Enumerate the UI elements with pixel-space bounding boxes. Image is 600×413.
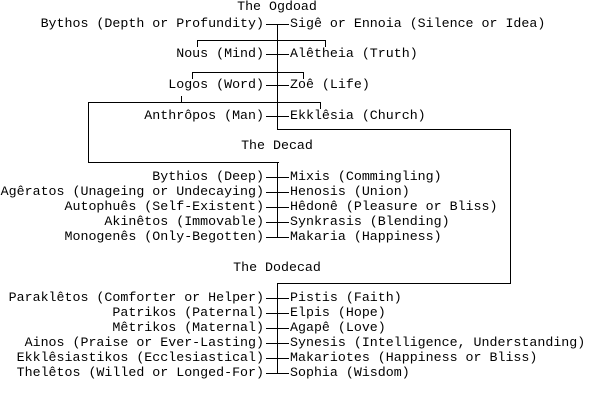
connector-bracket2-right-tick	[303, 72, 304, 79]
pair-row: Ainos (Praise or Ever-Lasting) Synesis (…	[0, 336, 600, 350]
connector-pair-dash	[266, 343, 289, 344]
aeon-right-name: Mixis (Commingling)	[290, 169, 442, 184]
connector-bracket3-up-tick	[181, 96, 182, 103]
aeon-left-name: Ekklêsiastikos (Ecclesiastical)	[16, 350, 264, 365]
connector-bracket1-horizontal	[197, 40, 326, 41]
connector-pair-dash	[266, 24, 289, 25]
pair-row: Patrikos (Paternal) Elpis (Hope)	[0, 306, 600, 320]
connector-spine-ogdoad-vertical	[277, 24, 278, 130]
aeon-left-name: Bythios (Deep)	[152, 169, 264, 184]
connector-pair-dash	[266, 207, 289, 208]
connector-bracket2-horizontal	[192, 72, 304, 73]
aeon-right-name: Ekklêsia (Church)	[290, 108, 426, 123]
connector-pair-dash	[266, 373, 289, 374]
aeon-left-name: Thelêtos (Willed or Longed-For)	[16, 365, 264, 380]
aeon-right-name: Alêtheia (Truth)	[290, 46, 418, 61]
aeon-right-name: Sigê or Ennoia (Silence or Idea)	[290, 16, 546, 31]
pair-row: Autophuês (Self-Existent) Hêdonê (Pleasu…	[0, 200, 600, 214]
aeon-right-name: Makariotes (Happiness or Bliss)	[290, 350, 538, 365]
connector-bracket3-horizontal	[88, 102, 321, 103]
aeon-left-name: Autophuês (Self-Existent)	[64, 199, 265, 214]
pair-row: Mêtrikos (Maternal) Agapê (Love)	[0, 321, 600, 335]
aeon-left-name: Monogenês (Only-Begotten)	[64, 229, 265, 244]
connector-pair-dash	[266, 177, 289, 178]
pair-row: Anthrôpos (Man) Ekklêsia (Church)	[0, 109, 600, 123]
aeon-left-name: Mêtrikos (Maternal)	[112, 320, 264, 335]
aeon-left-name: Paraklêtos (Comforter or Helper)	[8, 290, 264, 305]
aeon-left-name: Patrikos (Paternal)	[112, 305, 264, 320]
aeon-left-name: Akinêtos (Immovable)	[104, 214, 264, 229]
connector-bracket3-right-tick	[320, 102, 321, 109]
aeon-right-name: Zoê (Life)	[290, 77, 370, 92]
aeon-left-name: Bythos (Depth or Profundity)	[40, 16, 264, 31]
connector-dodecad-top-horizontal	[277, 129, 511, 130]
pair-row: Agêratos (Unageing or Undecaying) Henosi…	[0, 185, 600, 199]
aeon-left-name: Anthrôpos (Man)	[144, 108, 264, 123]
aeon-right-name: Agapê (Love)	[290, 320, 386, 335]
aeon-right-name: Pistis (Faith)	[290, 290, 402, 305]
aeon-right-name: Elpis (Hope)	[290, 305, 386, 320]
aeon-left-name: Logos (Word)	[168, 77, 264, 92]
connector-dodecad-bracket-horizontal	[277, 283, 511, 284]
aeon-right-name: Synesis (Intelligence, Understanding)	[290, 335, 586, 350]
aeon-right-name: Synkrasis (Blending)	[290, 214, 450, 229]
aeon-left-name: Agêratos (Unageing or Undecaying)	[0, 184, 264, 199]
connector-dodecad-right-vertical	[510, 129, 511, 284]
connector-decad-left-arm-vertical	[88, 102, 89, 163]
connector-pair-dash	[266, 313, 289, 314]
pair-row: Paraklêtos (Comforter or Helper) Pistis …	[0, 291, 600, 305]
aeon-left-name: Ainos (Praise or Ever-Lasting)	[24, 335, 264, 350]
aeon-right-name: Makaria (Happiness)	[290, 229, 442, 244]
connector-pair-dash	[266, 54, 289, 55]
pair-row: Logos (Word) Zoê (Life)	[0, 78, 600, 92]
pair-row: Monogenês (Only-Begotten) Makaria (Happi…	[0, 230, 600, 244]
connector-pair-dash	[266, 116, 289, 117]
connector-bracket1-right-tick	[325, 40, 326, 47]
connector-pair-dash	[266, 85, 289, 86]
connector-pair-dash	[266, 328, 289, 329]
connector-pair-dash	[266, 298, 289, 299]
connector-bracket1-left-tick	[197, 40, 198, 47]
pair-row: Ekklêsiastikos (Ecclesiastical) Makariot…	[0, 351, 600, 365]
pair-row: Thelêtos (Willed or Longed-For) Sophia (…	[0, 366, 600, 380]
pair-row: Bythos (Depth or Profundity) Sigê or Enn…	[0, 17, 600, 31]
aeon-left-name: Nous (Mind)	[176, 46, 264, 61]
group-title-ogdoad: The Ogdoad	[237, 0, 317, 14]
connector-pair-dash	[266, 237, 289, 238]
group-title-dodecad: The Dodecad	[233, 260, 321, 275]
connector-pair-dash	[266, 358, 289, 359]
connector-spine-decad-vertical	[277, 162, 278, 238]
aeon-right-name: Sophia (Wisdom)	[290, 365, 410, 380]
aeon-right-name: Henosis (Union)	[290, 184, 410, 199]
connector-decad-bracket-horizontal	[88, 162, 279, 163]
group-title-decad: The Decad	[241, 138, 313, 153]
aeon-right-name: Hêdonê (Pleasure or Bliss)	[290, 199, 498, 214]
connector-bracket2-left-tick	[192, 72, 193, 79]
connector-pair-dash	[266, 222, 289, 223]
pair-row: Bythios (Deep) Mixis (Commingling)	[0, 170, 600, 184]
connector-pair-dash	[266, 192, 289, 193]
pair-row: Nous (Mind) Alêtheia (Truth)	[0, 47, 600, 61]
pair-row: Akinêtos (Immovable) Synkrasis (Blending…	[0, 215, 600, 229]
